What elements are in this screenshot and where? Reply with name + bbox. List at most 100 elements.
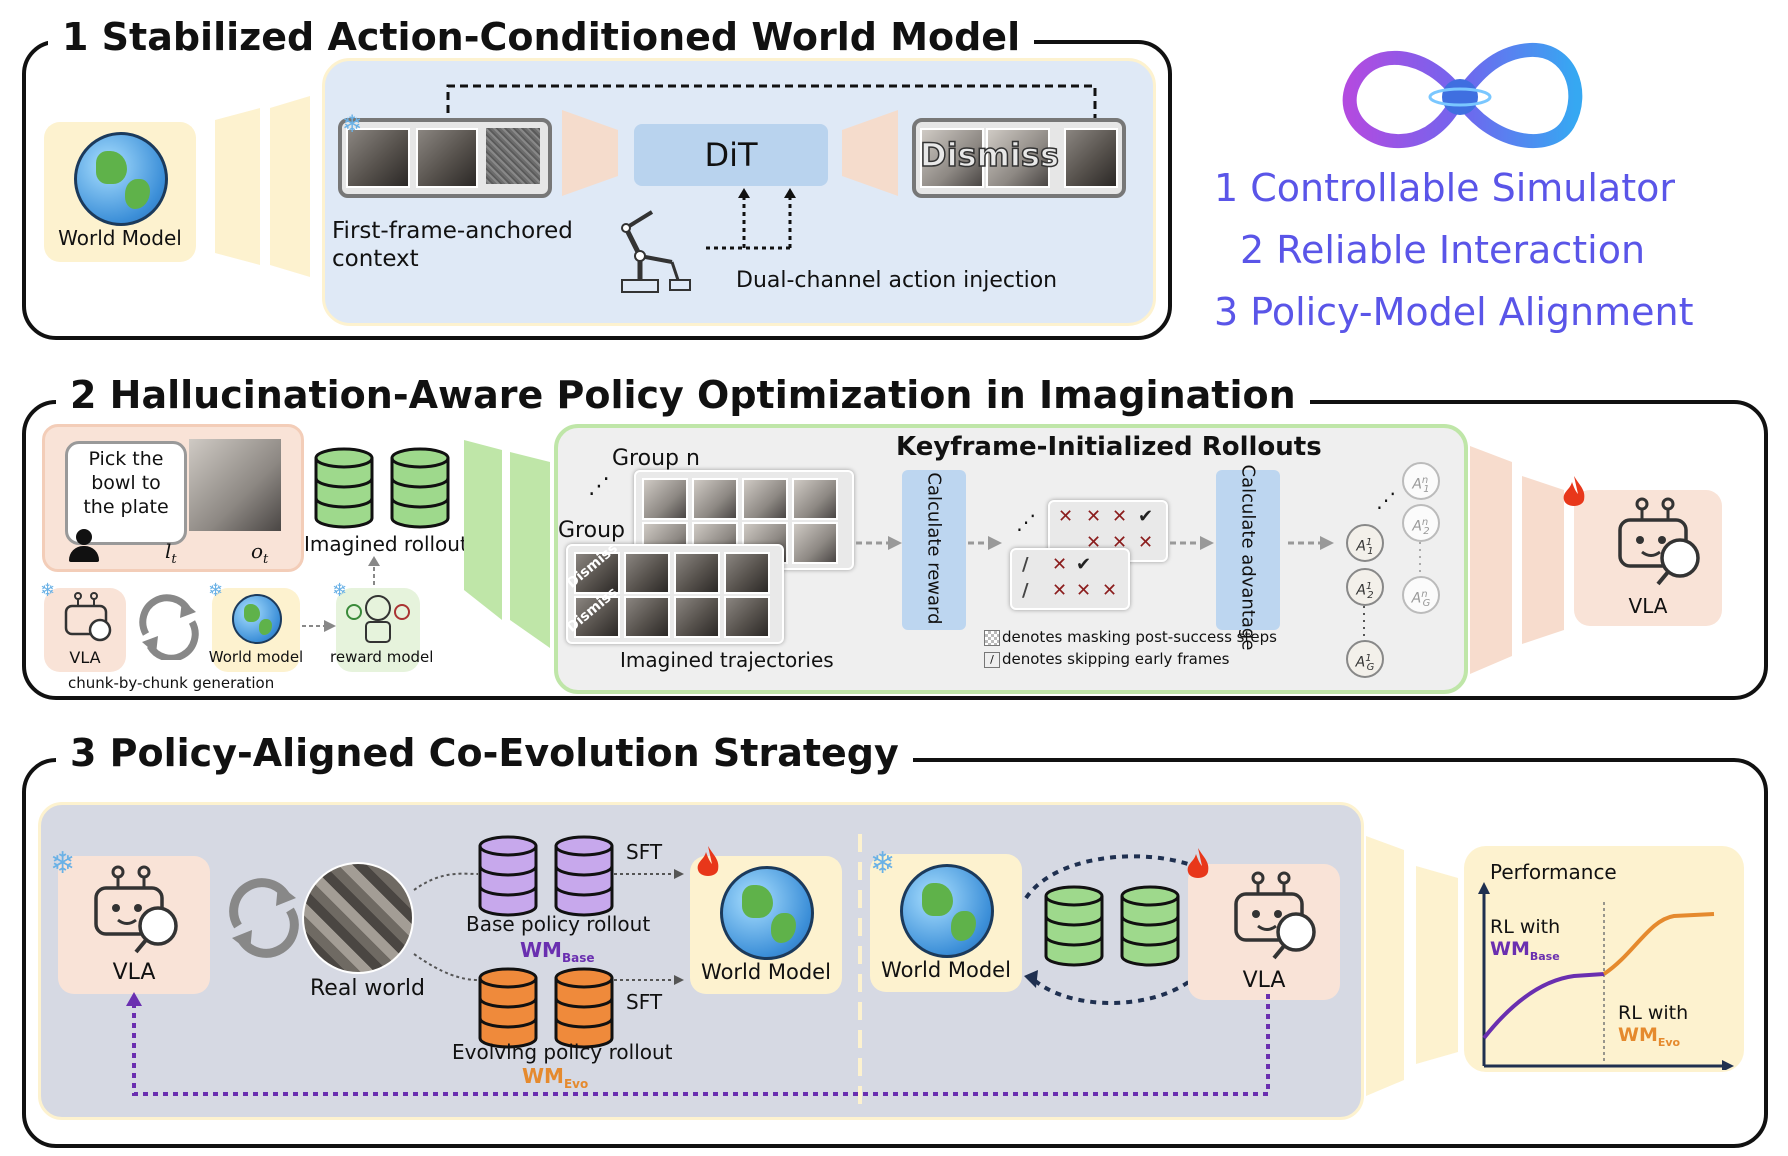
group-n-label: Group n xyxy=(612,446,700,471)
snowflake-icon: ❄ xyxy=(870,846,896,881)
output-frames: Dismiss xyxy=(912,118,1126,198)
imagined-trajectories-label: Imagined trajectories xyxy=(620,648,834,672)
robot-icon xyxy=(1234,871,1316,960)
s2-vla-right: VLA xyxy=(1574,490,1722,626)
traj-frame xyxy=(674,552,720,594)
advantage-dots-right xyxy=(1419,542,1421,574)
context-label-line2: context xyxy=(332,246,419,272)
base-rollout-label: Base policy rollout xyxy=(466,912,651,936)
traj-frame xyxy=(724,596,770,638)
check-mark: ✔ xyxy=(1076,554,1092,575)
advantage-n-1: An1 xyxy=(1402,462,1440,500)
traj-frame xyxy=(574,552,620,594)
s2-vla-small: VLA xyxy=(44,588,126,672)
reward-model-box: reward model xyxy=(330,588,433,672)
s3-rollout-db xyxy=(1044,885,1180,967)
x-mark: ✕ xyxy=(1138,532,1154,553)
globe-icon xyxy=(900,864,994,958)
wm-base-curve xyxy=(1482,972,1605,1040)
arrow-to-advantage xyxy=(1170,536,1214,550)
traj-frame xyxy=(742,478,788,520)
action-injection-label: Dual-channel action injection xyxy=(736,268,1058,293)
advantage-n-g: AnG xyxy=(1402,576,1440,614)
snowflake-icon: ❄ xyxy=(40,580,56,601)
wm-evo-curve xyxy=(1602,912,1715,976)
cycle-icon xyxy=(139,594,199,660)
s3-world-model-left: World Model xyxy=(690,856,842,994)
s3-funnel xyxy=(1366,836,1458,1096)
robot-arm-icon xyxy=(621,210,691,293)
evolving-rollout-label: Evolving policy rollout xyxy=(452,1040,673,1064)
advantage-1-1: A11 xyxy=(1346,524,1384,562)
dit-block: DiT xyxy=(634,124,828,186)
s3-vla-right-label: VLA xyxy=(1242,968,1286,993)
evolving-rollout-db xyxy=(478,967,614,1049)
reward-dots: ⋰ xyxy=(1016,510,1036,534)
arrow-from-advantage xyxy=(1288,536,1334,550)
base-rollout-db xyxy=(478,835,614,917)
s2-dashed-right-arrow xyxy=(302,620,336,632)
output-frame-2 xyxy=(986,128,1050,188)
context-frame-noise xyxy=(486,128,540,184)
instruction-line3: the plate xyxy=(83,496,169,518)
fire-icon xyxy=(697,846,719,876)
context-label-line1: First-frame-anchored xyxy=(332,218,573,244)
traj-frame xyxy=(642,478,688,520)
calc-advantage-block: Calculate advantage xyxy=(1216,465,1280,650)
advantage-1-g: A1G xyxy=(1346,640,1384,678)
traj-frame xyxy=(692,478,738,520)
instruction-card: Pick the bowl to the plate lt ot xyxy=(42,424,304,572)
traj-frame xyxy=(792,478,838,520)
s2-vla-small-label: VLA xyxy=(69,648,101,667)
speech-bubble: Pick the bowl to the plate xyxy=(65,441,187,545)
globe-icon xyxy=(74,132,168,226)
dismiss-label: Dismiss xyxy=(919,135,1059,175)
skip-legend-icon: / xyxy=(984,652,1000,668)
x-mark: ✕ xyxy=(1076,580,1092,601)
instruction-line2: bowl to xyxy=(91,472,161,494)
snowflake-icon: ❄ xyxy=(332,580,348,601)
section3-title: 3 Policy-Aligned Co-Evolution Strategy xyxy=(56,730,913,776)
trajectory-group-1: Dismiss Dismiss xyxy=(564,540,784,644)
s2-green-funnel xyxy=(464,440,550,648)
observation-image xyxy=(189,439,281,531)
x-mark: ✕ xyxy=(1052,554,1068,575)
output-frame-3 xyxy=(1064,128,1118,188)
globe-icon xyxy=(232,594,282,644)
s2-vla-right-label: VLA xyxy=(1628,594,1668,618)
rl-evo-line1: RL with xyxy=(1618,1002,1689,1024)
context-frame-2 xyxy=(416,128,478,188)
sft-top-label: SFT xyxy=(626,840,663,864)
s2-orange-funnel xyxy=(1470,446,1564,674)
traj-frame xyxy=(574,596,620,638)
reward-robot-icon xyxy=(346,595,410,643)
s3-feedback-arrow xyxy=(126,992,1270,1096)
s1-funnel xyxy=(215,96,310,277)
s3-world-model-right-label: World Model xyxy=(881,958,1011,982)
snowflake-icon: ❄ xyxy=(208,580,224,601)
rollouts-title: Keyframe-Initialized Rollouts xyxy=(896,432,1322,462)
performance-label: Performance xyxy=(1490,860,1617,884)
group-1-label: Group 1 xyxy=(558,518,646,543)
s2-world-model-small: World model xyxy=(209,588,303,672)
x-mark: ✕ xyxy=(1052,580,1068,601)
x-mark: ✕ xyxy=(1086,506,1102,527)
wm-base-tag: WMBase xyxy=(520,938,595,965)
x-mark: ✕ xyxy=(1112,532,1128,553)
advantage-n-2: An2 xyxy=(1402,504,1440,542)
x-mark: ✕ xyxy=(1102,580,1118,601)
encoder-shape xyxy=(562,110,618,196)
advantage-dots-mid: ⋰ xyxy=(1376,488,1396,512)
s3-vla-right: VLA xyxy=(1188,864,1340,1000)
s2-world-model-label: World model xyxy=(208,648,304,666)
skip-mark: / xyxy=(1022,580,1029,601)
imagined-rollout-label: Imagined rollout xyxy=(304,532,468,556)
traj-frame xyxy=(674,596,720,638)
robot-icon xyxy=(64,592,112,642)
chunk-label: chunk-by-chunk generation xyxy=(68,674,275,692)
robot-icon xyxy=(1618,497,1700,586)
traj-frame xyxy=(624,552,670,594)
legend-mask: denotes masking post-success steps xyxy=(1002,628,1277,646)
fire-icon xyxy=(1187,848,1209,878)
x-mark: ✕ xyxy=(1058,506,1074,527)
